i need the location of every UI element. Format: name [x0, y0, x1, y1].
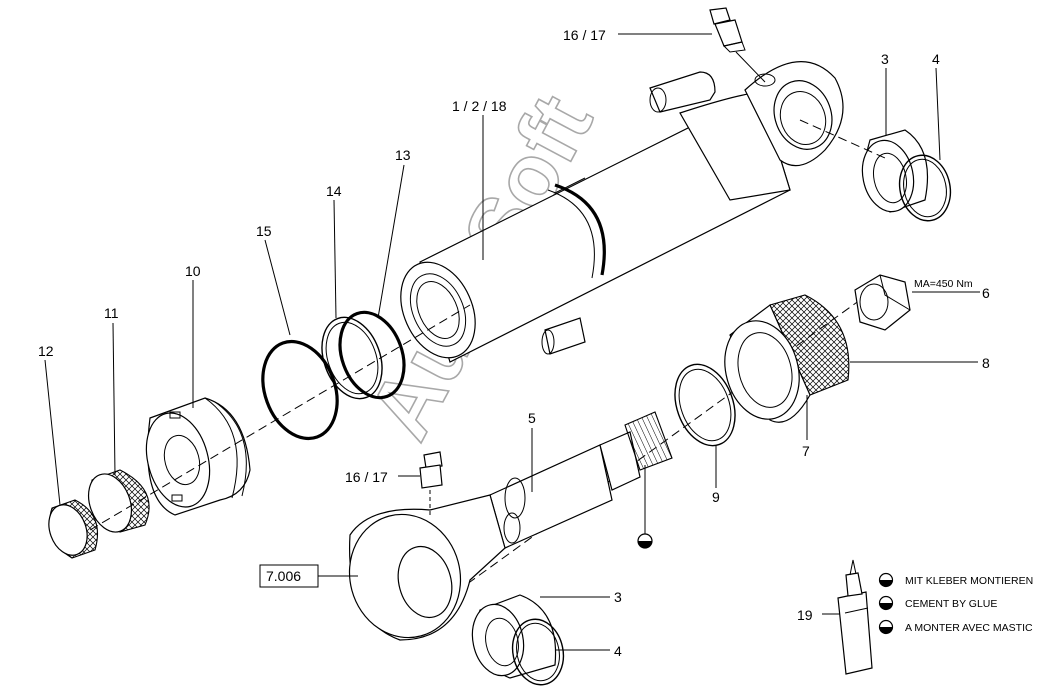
callout-13: 13	[395, 147, 411, 163]
grease-nipple-mid	[419, 451, 443, 515]
callout-15: 15	[256, 223, 272, 239]
callout-10: 10	[185, 263, 201, 279]
bearing-top	[861, 129, 952, 222]
legend-item-de: MIT KLEBER MONTIEREN	[878, 572, 1033, 588]
ref-box-label: 7.006	[266, 568, 301, 584]
legend-label-fr: A MONTER AVEC MASTIC	[905, 622, 1033, 634]
legend: MIT KLEBER MONTIEREN CEMENT BY GLUE A MO…	[878, 572, 1033, 635]
callout-7: 7	[802, 443, 810, 459]
legend-item-fr: A MONTER AVEC MASTIC	[878, 619, 1033, 635]
callout-3-bottom: 3	[614, 589, 622, 605]
rear-eye	[744, 61, 844, 167]
callout-12: 12	[38, 343, 54, 359]
legend-label-de: MIT KLEBER MONTIEREN	[905, 575, 1033, 587]
gland-nut	[145, 397, 251, 516]
callout-16-17-top: 16 / 17	[563, 27, 606, 43]
axis-line-top	[799, 119, 886, 159]
callout-4-bottom: 4	[614, 643, 622, 659]
rod-seal	[674, 363, 736, 447]
callout-8: 8	[982, 355, 990, 371]
callout-19: 19	[797, 607, 813, 623]
bearing-bottom	[471, 594, 565, 686]
glue-marker-rod	[637, 533, 653, 549]
callout-14: 14	[326, 183, 342, 199]
rod-eye	[348, 494, 506, 641]
cylinder-barrel	[400, 71, 791, 363]
callout-6: 6	[982, 285, 990, 301]
legend-label-en: CEMENT BY GLUE	[905, 598, 997, 610]
callout-1-2-18: 1 / 2 / 18	[452, 98, 507, 114]
torque-label: MA=450 Nm	[914, 278, 973, 290]
ref-box	[259, 564, 319, 588]
piston	[724, 294, 850, 423]
callout-3-top: 3	[881, 51, 889, 67]
piston-seals	[261, 310, 406, 441]
glue-tube	[837, 559, 873, 675]
axis-line	[89, 304, 471, 531]
grease-nipple-top	[709, 7, 766, 83]
leader-lines	[44, 33, 980, 651]
piston-rod	[489, 411, 673, 549]
callout-4-top: 4	[932, 51, 940, 67]
hex-nut	[854, 274, 911, 331]
callout-16-17-mid: 16 / 17	[345, 469, 388, 485]
callout-9: 9	[712, 489, 720, 505]
callout-5: 5	[528, 410, 536, 426]
callout-11: 11	[104, 305, 119, 321]
scraper-rings	[48, 469, 150, 559]
legend-item-en: CEMENT BY GLUE	[878, 595, 997, 611]
